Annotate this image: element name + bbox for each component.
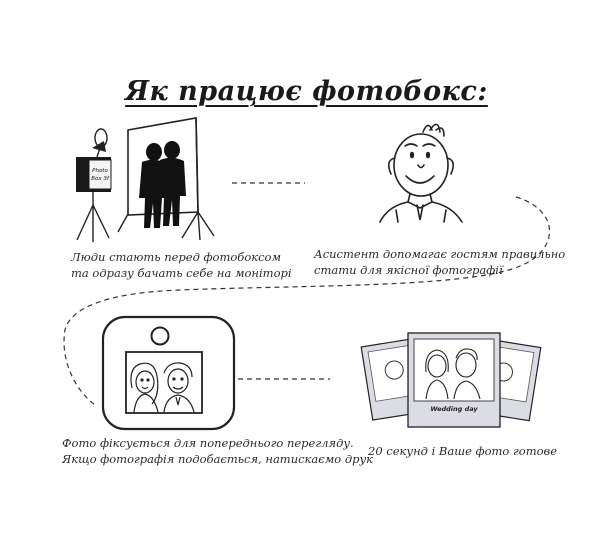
step-3-line-2: Якщо фотографія подобається, натискаємо …	[62, 452, 374, 466]
photo-caption: Wedding day	[430, 405, 478, 413]
step-1-line-2: та одразу бачать себе на моніторі	[71, 266, 292, 280]
step-1-caption: Люди стають перед фотобоксом та одразу б…	[71, 249, 292, 281]
step-2-line-2: стати для якісної фотографії	[314, 263, 503, 277]
camera-screen-icon	[101, 315, 236, 431]
step-2-line-1: Асистент допомагає гостям правильно	[314, 247, 566, 261]
step-4-line-1: 20 секунд і Ваше фото готове	[368, 444, 558, 458]
printed-photos-icon: Wedding day	[360, 332, 542, 428]
connector-curve	[63, 196, 551, 406]
page-title: Як працює фотобокс:	[125, 76, 488, 107]
step-1-line-1: Люди стають перед фотобоксом	[71, 250, 282, 264]
booth-label-1: Photo	[92, 168, 108, 174]
assistant-man-icon	[379, 123, 463, 223]
step-4-caption: 20 секунд і Ваше фото готове	[368, 443, 557, 459]
step-3-line-1: Фото фіксується для попереднього перегля…	[62, 436, 354, 450]
step-2-caption: Асистент допомагає гостям правильно стат…	[314, 246, 565, 278]
booth-label-2: Box 3f	[91, 176, 110, 182]
step-3-caption: Фото фіксується для попереднього перегля…	[62, 435, 373, 467]
photobooth-backdrop-icon: Photo Box 3f	[76, 117, 215, 242]
